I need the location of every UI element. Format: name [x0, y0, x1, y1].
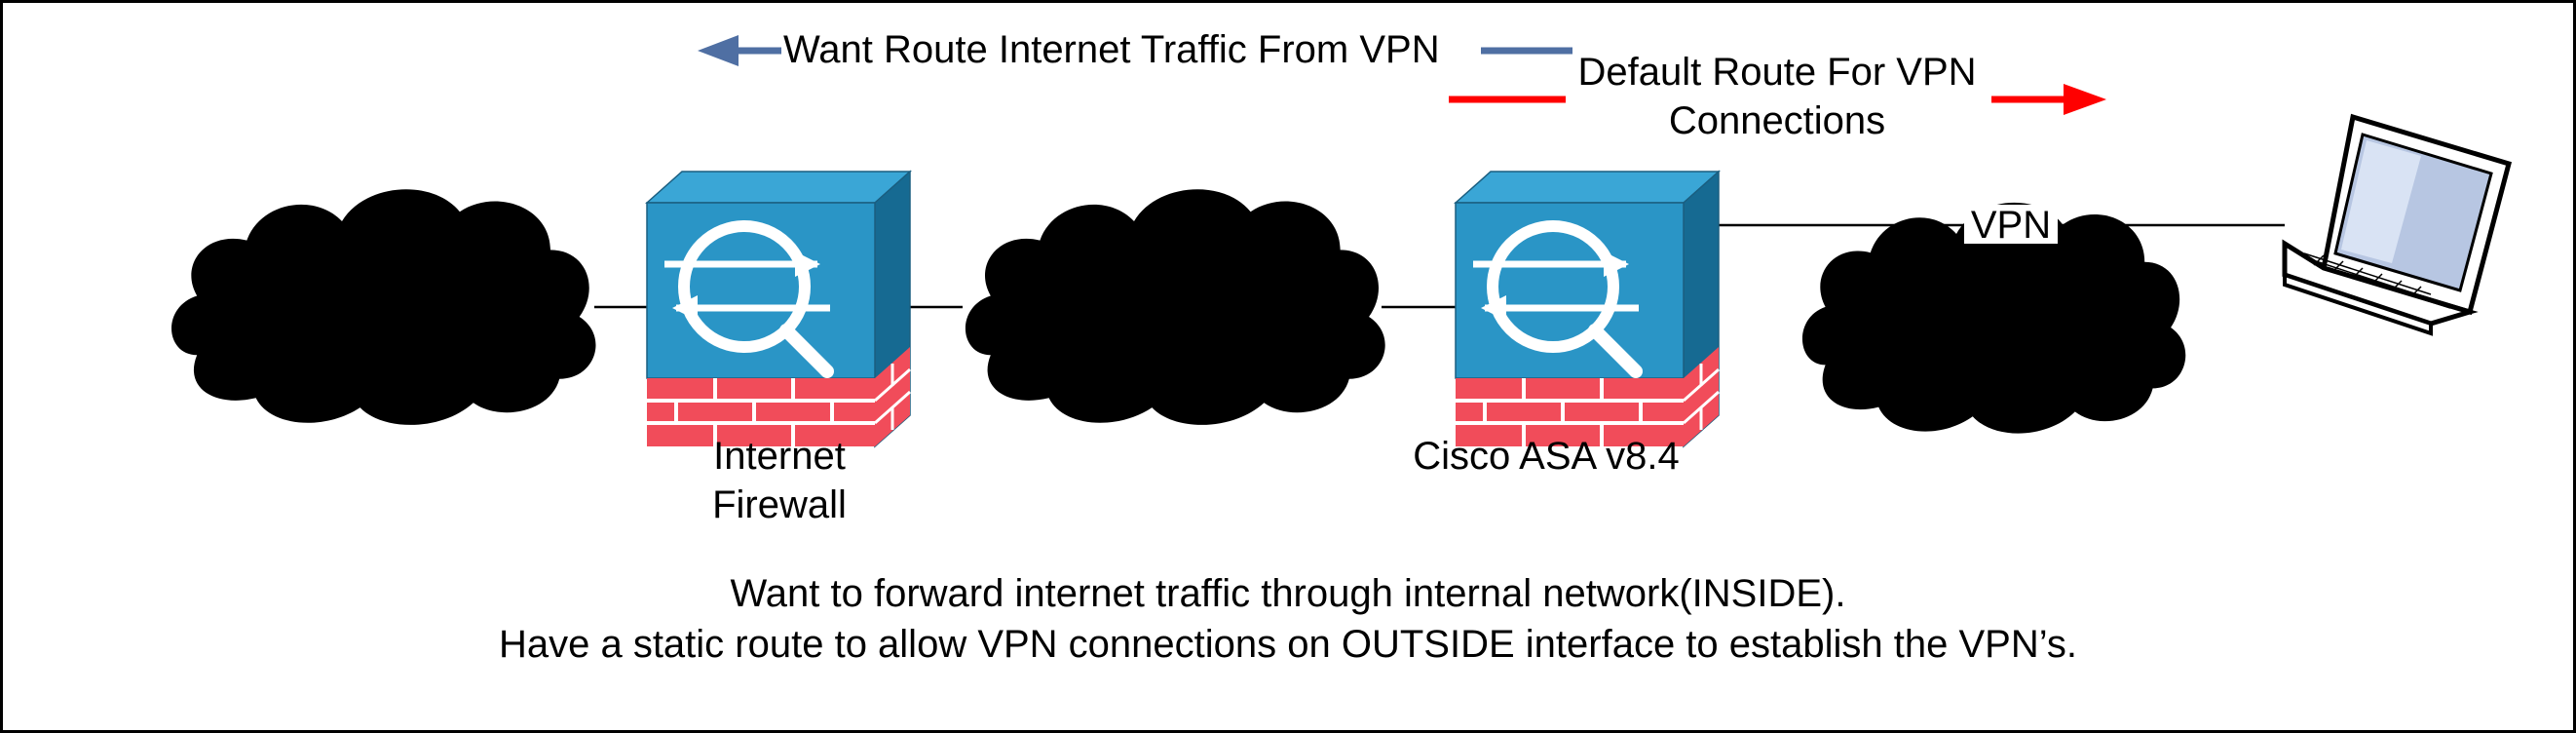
internet-right-label: Internet [1941, 286, 2073, 328]
firewall-icon [1456, 172, 1719, 446]
legend-internet-traffic-label: Want Route Internet Traffic From VPN [783, 28, 1440, 71]
vpn-label-bg [1964, 205, 2058, 244]
internet-firewall [647, 172, 910, 446]
internal-networks-label: Internal Networks [1020, 271, 1323, 314]
cisco-asa-label: Cisco ASA v8.4 [1413, 435, 1679, 478]
legend-default-route-label-line2: Connections [1669, 99, 1885, 142]
firewall-icon [647, 172, 910, 446]
legend-default-route-label-line1: Default Route For VPN [1577, 51, 1976, 94]
internet-firewall-label-line1: Internet [713, 435, 846, 478]
blue-arrow-head [698, 35, 739, 66]
internet-left-label: Internet [314, 286, 446, 328]
legend-internet-traffic: Want Route Internet Traffic From VPN [698, 28, 1572, 71]
red-arrow-head [2064, 84, 2106, 115]
legend-default-route: Default Route For VPN Connections [1449, 51, 2106, 142]
cisco-asa [1456, 172, 1719, 446]
internet-firewall-label-line2: Firewall [712, 483, 847, 526]
note-line1: Want to forward internet traffic through… [731, 572, 1846, 615]
laptop-icon [2282, 113, 2513, 336]
laptop [2282, 113, 2513, 336]
vpn-link-label: VPN [1971, 204, 2051, 247]
note-line2: Have a static route to allow VPN connect… [499, 623, 2077, 666]
